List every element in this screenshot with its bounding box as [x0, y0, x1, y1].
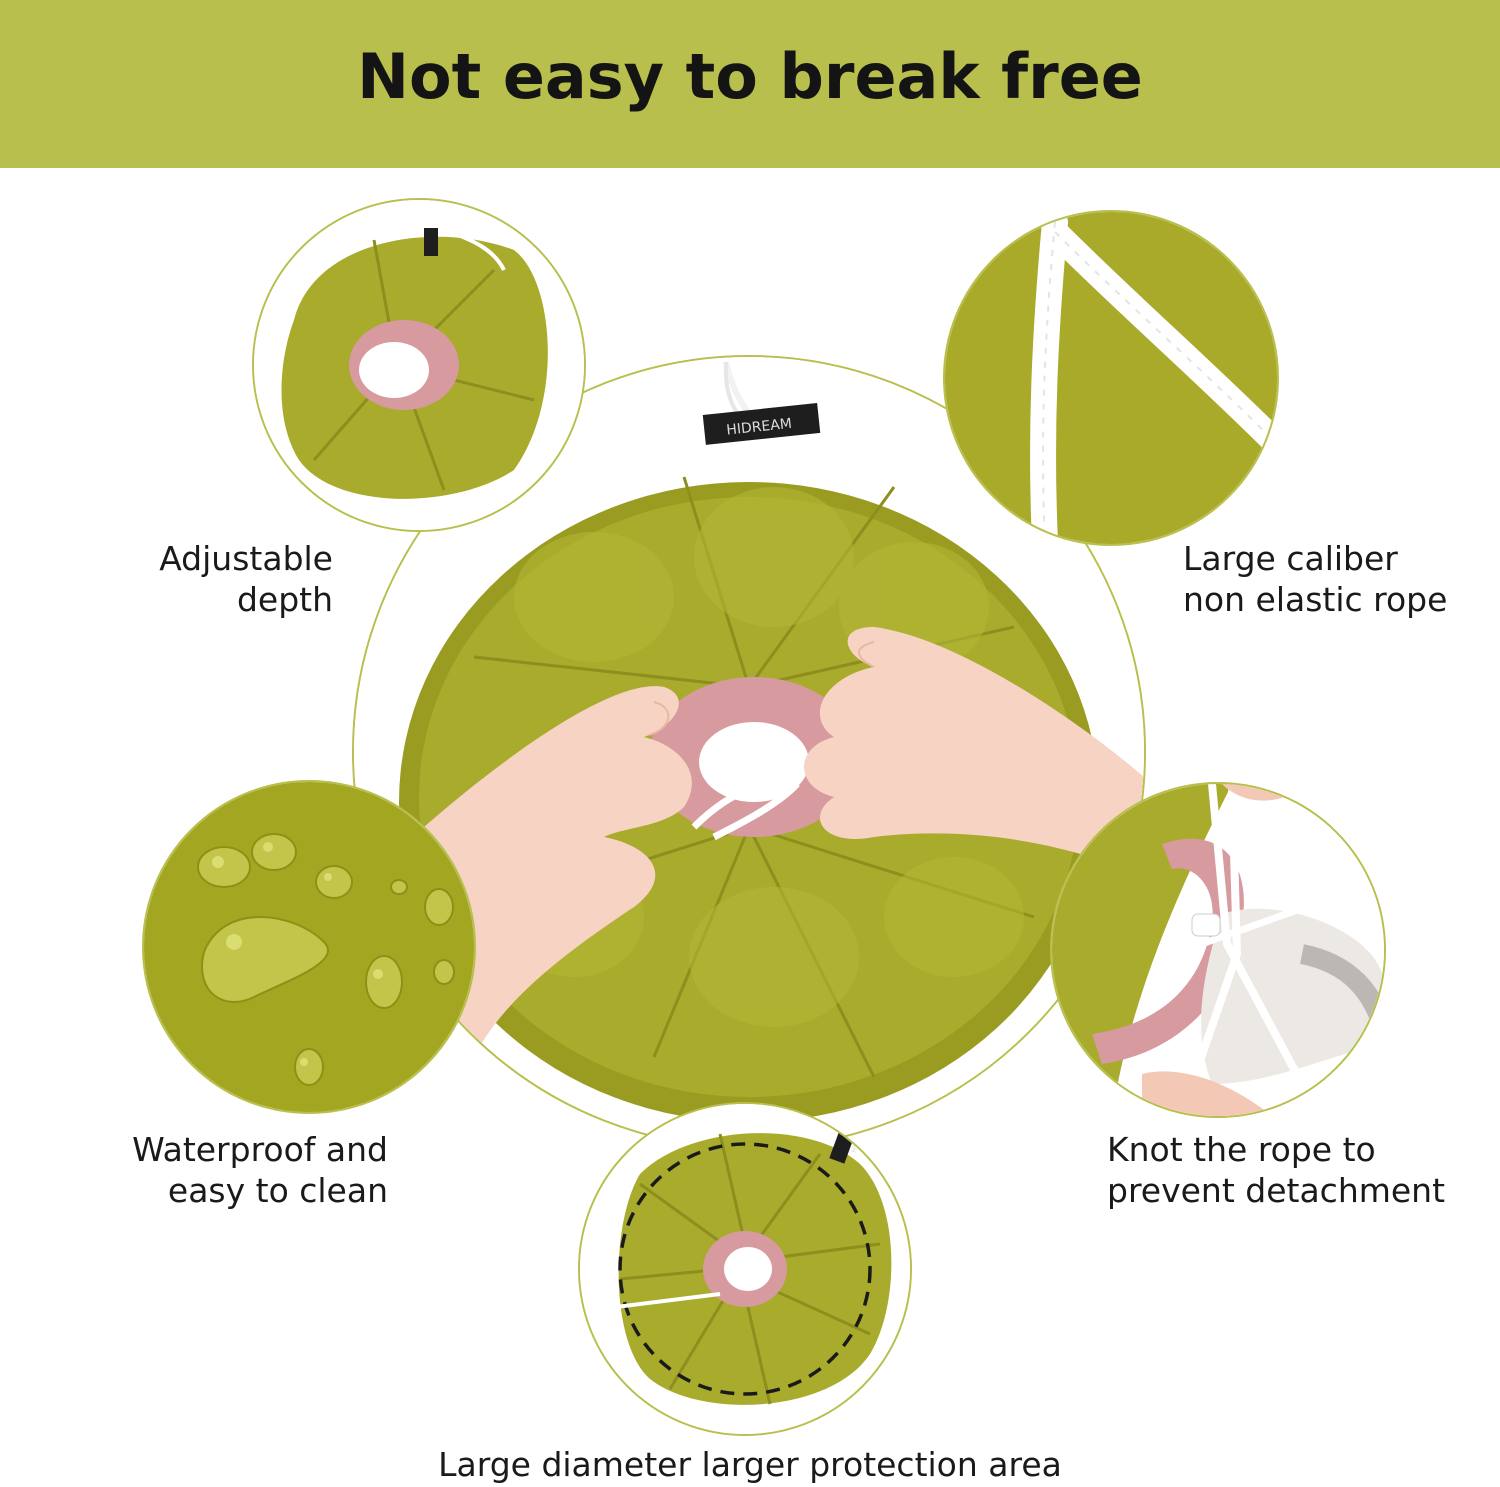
- feature-label-adjustable-depth: Adjustable depth: [159, 538, 333, 620]
- feature-text-line2: easy to clean: [167, 1171, 388, 1210]
- rope-closeup-image: [943, 210, 1279, 546]
- feature-label-rope: Large caliber non elastic rope: [1183, 538, 1447, 620]
- feature-label-protection-area: Large diameter larger protection area: [438, 1445, 1062, 1484]
- feature-text-line2: prevent detachment: [1107, 1171, 1446, 1210]
- feature-label-waterproof: Waterproof and easy to clean: [132, 1129, 388, 1211]
- feature-text-line2: depth: [236, 580, 333, 619]
- feature-text-line1: Adjustable: [159, 539, 333, 578]
- header-banner: Not easy to break free: [0, 0, 1500, 168]
- feature-text-line1: Waterproof and: [132, 1130, 388, 1169]
- feature-text-line2: non elastic rope: [1183, 580, 1448, 619]
- feature-text-line1: Large caliber: [1183, 539, 1398, 578]
- adjustable-depth-image: [252, 198, 586, 532]
- banner-title: Not easy to break free: [357, 40, 1143, 113]
- waterproof-fabric-image: [142, 780, 476, 1114]
- tag-text: HIDREAM: [726, 416, 793, 439]
- feature-label-knot: Knot the rope to prevent detachment: [1107, 1129, 1445, 1211]
- feature-text-line1: Knot the rope to: [1107, 1130, 1376, 1169]
- knot-rope-image: [1050, 782, 1386, 1118]
- protection-area-image: HIDREAM: [578, 1102, 912, 1436]
